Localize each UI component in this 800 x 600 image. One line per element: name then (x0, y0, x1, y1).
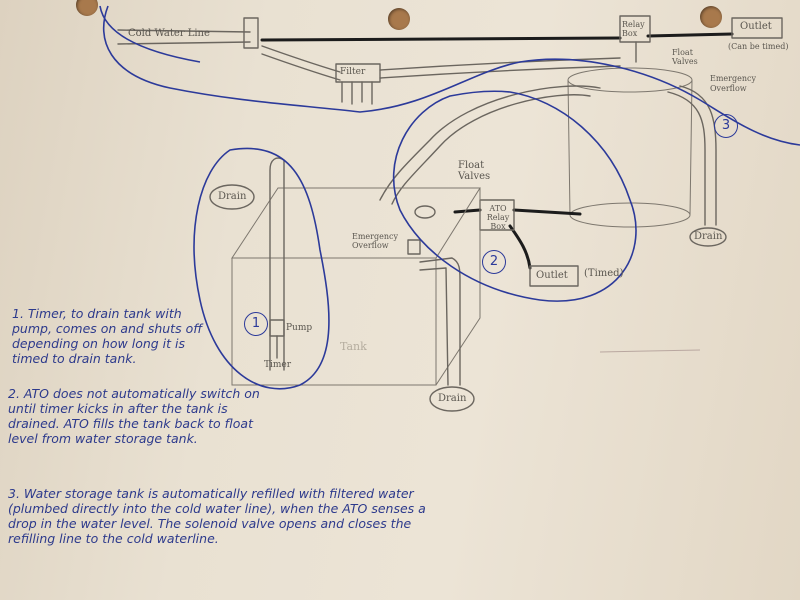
stray-mark (599, 349, 701, 353)
valve-fitting (243, 17, 259, 49)
pump-label: Pump (286, 323, 313, 333)
ato-relay-box-label: ATO Relay Box (486, 204, 510, 231)
loop-3-outline (99, 5, 201, 63)
relay-wire-top (260, 36, 622, 42)
pipe-to-filter (261, 53, 341, 81)
outlet-top-label: Outlet (740, 21, 772, 32)
note-2-text: 2. ATO does not automatically switch on … (8, 386, 260, 446)
drain-left-shape (209, 184, 255, 210)
drain-left-label: Drain (218, 191, 247, 202)
circle-number-3: 3 (714, 114, 738, 138)
can-be-timed-label: (Can be timed) (728, 42, 789, 51)
ato-wire (453, 208, 482, 214)
ato-supply-pipe (379, 85, 601, 201)
float-valves-top-label: Float Valves (672, 48, 698, 66)
drain-bottom-label: Drain (438, 393, 467, 404)
drain-bottom-shape (429, 386, 475, 412)
float-valve-sensor (414, 205, 436, 219)
pipe-to-filter (261, 45, 341, 73)
timer-label: Timer (264, 360, 292, 370)
emergency-overflow-top-label: Emergency Overflow (710, 74, 756, 93)
float-valves-mid-label: Float Valves (458, 160, 491, 182)
timed-label: (Timed) (584, 268, 624, 279)
note-1-text: 1. Timer, to drain tank with pump, comes… (12, 306, 203, 366)
relay-wire-top (646, 32, 734, 38)
note-1: 1. Timer, to drain tank with pump, comes… (12, 306, 222, 366)
outlet-timed-box (529, 265, 579, 287)
overflow-pipe (667, 91, 706, 226)
storage-tank-top (567, 67, 693, 93)
filter-housing (335, 63, 381, 83)
tank-overflow-box (407, 239, 421, 255)
emergency-overflow-tank-label: Emergency Overflow (352, 232, 398, 250)
filter-cartridges (341, 81, 373, 105)
note-2: 2. ATO does not automatically switch on … (8, 386, 268, 446)
drain-right-shape (689, 227, 727, 247)
binder-hole (76, 0, 98, 16)
cold-water-line-pipe (117, 29, 251, 33)
loop-1-outline (193, 147, 330, 390)
note-3: 3. Water storage tank is automatically r… (8, 486, 458, 546)
pump-shape (269, 319, 285, 337)
loop-2-outline (392, 90, 637, 302)
outlet-timed-label: Outlet (536, 270, 568, 281)
overflow-to-drain (419, 267, 449, 386)
relay-box-top-label: Relay Box (622, 20, 645, 38)
drain-right-label: Drain (694, 231, 723, 242)
tank-side (435, 187, 481, 386)
storage-tank-bottom (569, 202, 691, 228)
tank-label: Tank (340, 340, 367, 353)
note-3-text: 3. Water storage tank is automatically r… (8, 486, 426, 546)
loop-3-outline (102, 5, 800, 146)
ato-wire (508, 224, 532, 270)
overflow-pipe (679, 85, 717, 226)
binder-hole (388, 8, 410, 30)
outlet-box-top (731, 17, 783, 39)
ato-wire (512, 208, 582, 216)
pipe-to-storage (379, 57, 621, 71)
overflow-to-drain (419, 257, 461, 386)
filter-label: Filter (340, 67, 366, 77)
tank-front (231, 257, 437, 386)
circle-number-1: 1 (244, 312, 268, 336)
circle-number-2: 2 (482, 250, 506, 274)
storage-tank-walls (567, 79, 693, 216)
cold-water-line-pipe (117, 41, 251, 45)
relay-box-top (619, 15, 651, 43)
binder-hole (700, 6, 722, 28)
cold-water-line-label: Cold Water Line (128, 28, 210, 39)
pipe-to-storage (379, 65, 621, 79)
ato-supply-pipe (391, 94, 591, 205)
